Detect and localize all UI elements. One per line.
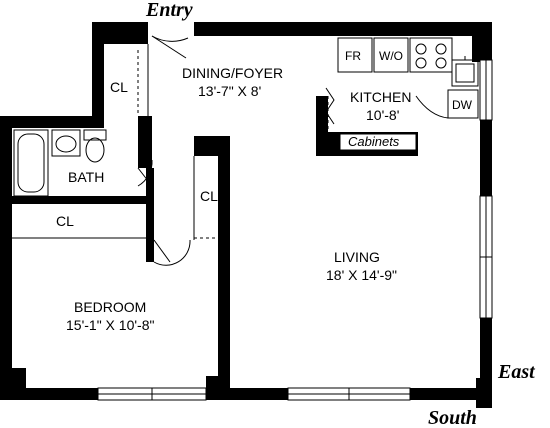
- wall-bath-right: [138, 116, 152, 168]
- washer-label: W/O: [379, 49, 403, 63]
- bath-name: BATH: [68, 169, 104, 185]
- compass-south: South: [428, 407, 477, 428]
- window-east-lower: [479, 195, 493, 319]
- window-south-bedroom: [97, 387, 207, 401]
- stove-icon: [409, 37, 453, 73]
- bedroom-size: 15'-1" X 10'-8": [66, 317, 154, 333]
- kitchen-name: KITCHEN: [350, 89, 411, 105]
- dishwasher-label: DW: [452, 98, 473, 112]
- kitchen-wall-left: [316, 96, 328, 156]
- dining-name: DINING/FOYER: [182, 65, 283, 81]
- kitchen-size: 10'-8': [366, 107, 399, 123]
- compass-entry: Entry: [145, 0, 193, 21]
- bedroom-closet-label: CL: [56, 213, 74, 229]
- bath-door[interactable]: [137, 159, 153, 187]
- sink-icon: [51, 129, 81, 157]
- hall-closet-label: CL: [200, 188, 218, 204]
- bedroom-name: BEDROOM: [74, 299, 146, 315]
- wall-bottom: [0, 388, 492, 400]
- compass-east: East: [497, 361, 536, 383]
- cabinets-box: [339, 133, 417, 151]
- wall-bedroom-living: [218, 150, 230, 400]
- living-name: LIVING: [334, 249, 380, 265]
- wall-east-bump: [472, 22, 492, 62]
- living-size: 18' X 14'-9": [326, 267, 397, 283]
- entry-door[interactable]: [151, 35, 189, 59]
- wall-bath-top: [0, 116, 104, 128]
- kitchen-counter-curve: [415, 95, 449, 119]
- wall-bath-bottom: [0, 196, 152, 204]
- wall-corner-bl: [0, 368, 26, 400]
- bedroom-door[interactable]: [153, 239, 191, 266]
- wall-left-lower: [0, 116, 12, 400]
- wall-pier-closet: [194, 136, 230, 156]
- dishwasher-box: [447, 89, 479, 119]
- dining-size: 13'-7" X 8': [198, 83, 261, 99]
- washer-box: [373, 37, 409, 73]
- bathtub-icon: [13, 129, 49, 197]
- window-east-upper: [479, 59, 493, 121]
- cabinets-label: Cabinets: [348, 134, 400, 149]
- wall-top-right: [194, 22, 492, 36]
- kitchen-sink-icon: [451, 56, 479, 87]
- fridge-label: FR: [345, 49, 361, 63]
- kitchen-door[interactable]: [325, 87, 335, 125]
- fridge-box: [337, 37, 373, 73]
- wall-left-upper: [92, 22, 104, 120]
- entry-closet-label: CL: [110, 79, 128, 95]
- wall-top-left: [92, 22, 148, 44]
- window-south-living: [287, 387, 411, 401]
- wall-closet-right: [146, 168, 154, 262]
- toilet-icon: [83, 129, 107, 163]
